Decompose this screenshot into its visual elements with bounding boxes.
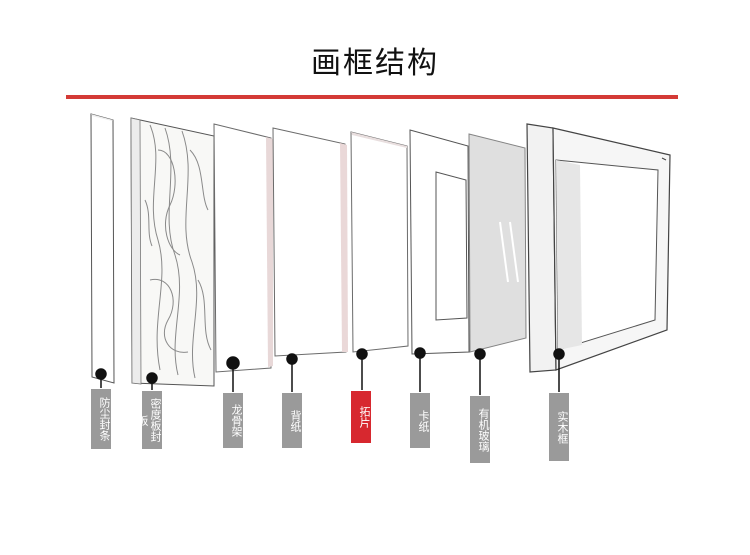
backing-paper-panel [272,127,348,357]
page-title: 画框结构 [311,46,439,81]
title-divider [66,95,678,99]
label-back-board: 密度板封板 [136,391,162,449]
wood-frame-panel [526,123,671,373]
label-wood-frame: 实木框 [549,393,569,461]
label-mat-board: 卡纸 [410,393,430,448]
mat-board-panel [409,129,470,355]
label-keel-frame: 龙骨架 [223,393,243,448]
label-dust-cover: 防尘封条 [91,389,111,449]
label-backing-paper: 背纸 [282,393,302,448]
acrylic-panel [468,133,527,353]
keel-frame-panel [213,123,273,373]
label-artwork: 拓片 [351,391,371,443]
connectors [95,347,565,395]
wood-grain [144,124,212,379]
artwork-panel [350,131,409,353]
dust-cover-panel [90,113,115,384]
back-board-panel [130,117,215,387]
label-acrylic: 有机玻璃 [470,396,490,463]
